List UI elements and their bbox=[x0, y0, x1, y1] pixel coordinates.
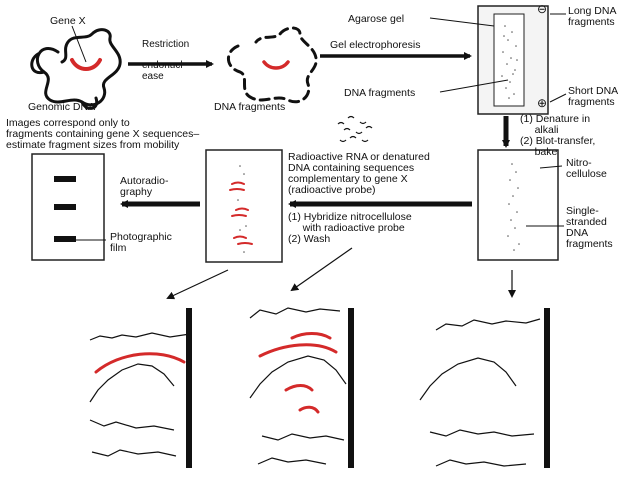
label-dna-fragments-gel: DNA fragments bbox=[344, 87, 416, 99]
plus-electrode-icon: ⊕ bbox=[537, 96, 548, 110]
membrane-dna-dots bbox=[237, 165, 247, 253]
dna-fragments-icon bbox=[227, 26, 318, 104]
nitrocellulose-dna-dots bbox=[507, 163, 520, 251]
gene-x-segment bbox=[70, 58, 102, 71]
label-radioactive-probe: Radioactive RNA or denatured DNA contain… bbox=[288, 151, 430, 196]
label-gel-electrophoresis: Gel electrophoresis bbox=[330, 39, 421, 51]
label-autoradiography: Autoradio- graphy bbox=[120, 175, 169, 198]
label-denature-steps: (1) Denature in alkali (2) Blot-transfer… bbox=[520, 113, 596, 158]
dna-fragments-gel-pointer bbox=[439, 79, 509, 93]
label-agarose-gel: Agarose gel bbox=[348, 13, 405, 25]
gel-lane bbox=[493, 13, 525, 107]
short-dna-pointer bbox=[549, 93, 567, 103]
label-restriction-enzyme: Restriction endonucl- ease bbox=[142, 39, 190, 82]
label-long-dna: Long DNA fragments bbox=[568, 5, 617, 28]
zoom-panel-film-bar bbox=[186, 308, 192, 468]
film-band-2 bbox=[54, 204, 76, 210]
agarose-gel-pointer bbox=[429, 17, 495, 27]
label-dna-fragments-top: DNA fragments bbox=[214, 101, 286, 113]
hybridized-membrane bbox=[205, 149, 283, 263]
label-nitrocellulose: Nitro- cellulose bbox=[566, 157, 607, 180]
hybridized-bands bbox=[229, 181, 253, 245]
gene-x-pointer bbox=[71, 25, 87, 63]
gene-x-fragment bbox=[262, 60, 290, 70]
zoom-panel-membrane-bar bbox=[348, 308, 354, 468]
label-single-stranded: Single- stranded DNA fragments bbox=[566, 205, 613, 250]
zoom-arrow-middle bbox=[290, 247, 353, 292]
gel-dna-smear bbox=[501, 25, 518, 99]
zoom-panel-film bbox=[89, 308, 192, 468]
genomic-dna-icon bbox=[30, 28, 122, 110]
label-genomic-dna: Genomic DNA bbox=[28, 101, 96, 113]
label-hybridize-steps: (1) Hybridize nitrocellulose with radioa… bbox=[288, 211, 412, 245]
film-band-3 bbox=[54, 236, 76, 242]
film-band-1 bbox=[54, 176, 76, 182]
zoom-arrow-left bbox=[166, 269, 229, 300]
zoom-panel-membrane bbox=[249, 307, 354, 468]
zoom-panel-nitrocellulose-bar bbox=[544, 308, 550, 468]
label-images-correspond: Images correspond only to fragments cont… bbox=[6, 117, 200, 151]
nitrocellulose-sheet bbox=[477, 149, 559, 261]
radioactive-probe-icon bbox=[337, 115, 373, 143]
zoom-panel-nitrocellulose bbox=[419, 308, 550, 468]
minus-electrode-icon: ⊖ bbox=[537, 2, 548, 16]
nitrocellulose-pointer bbox=[539, 165, 563, 169]
label-gene-x: Gene X bbox=[50, 15, 86, 27]
label-short-dna: Short DNA fragments bbox=[568, 85, 619, 108]
label-photographic-film: Photographic film bbox=[110, 231, 172, 254]
